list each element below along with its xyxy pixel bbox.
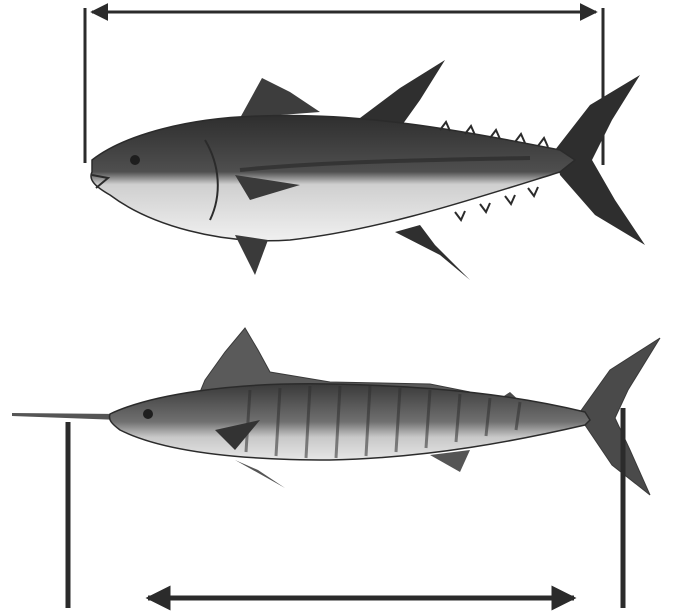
tuna-fish-icon <box>91 60 645 280</box>
marlin-fish-icon <box>12 328 660 495</box>
